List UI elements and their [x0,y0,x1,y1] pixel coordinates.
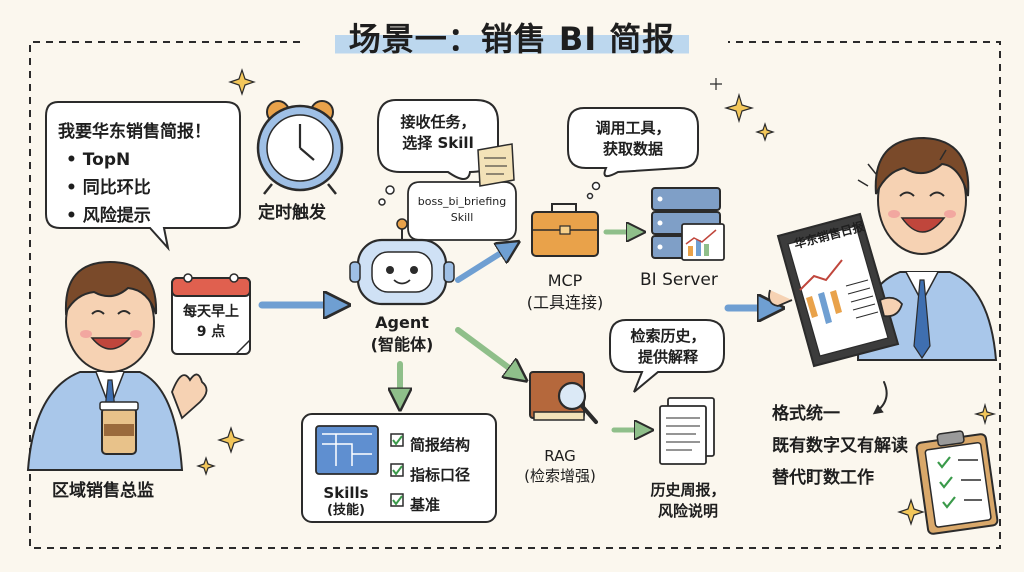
bi-server-icon [651,187,725,261]
director-speech-bubble [45,101,241,252]
book-magnifier-icon [529,371,598,424]
rag-speech-bubble [609,319,725,393]
outcome-item: 既有数字又有解读 [772,436,908,456]
agent-speech-line-2: 选择 Skill [402,134,474,152]
checkbox-icon [390,433,404,447]
blueprint-icon [315,425,379,475]
checkbox-icon [390,493,404,507]
agent-label: Agent (智能体) [350,312,454,356]
skill-file-line-1: boss_bi_briefing [417,195,507,208]
mcp-speech-text: 调用工具， 获取数据 [574,118,692,160]
request-item-risk: • 风险提示 [66,206,151,226]
thought-dot [385,185,395,195]
alarm-clock-icon [256,100,344,195]
page-title-text: 场景一：销售 BI 简报 [334,20,690,58]
skill-file-line-2: Skill [450,211,474,224]
mcp-label-line-2: (工具连接) [526,293,604,312]
skills-label-line-2: (技能) [327,503,365,518]
page-title: 场景一：销售 BI 简报 [0,14,1024,60]
arrow-to-mcp [455,246,512,283]
agent-speech-text: 接收任务， 选择 Skill [384,112,492,154]
skills-label: Skills (技能) [310,484,382,520]
request-item-label: TopN [82,150,131,170]
dashed-frame [29,41,1001,549]
toolbox-icon [531,203,599,257]
history-label-line-1: 历史周报， [650,481,726,499]
mcp-label: MCP (工具连接) [518,270,612,314]
mcp-speech-line-2: 获取数据 [602,140,663,158]
outcome-item: 格式统一 [772,404,840,424]
request-item-topn: • TopN [66,150,131,170]
rag-label-line-2: (检索增强) [524,467,596,485]
scroll-icon [477,143,515,187]
checklist-item: 简报结构 [410,436,471,454]
history-label-line-2: 风险说明 [657,502,718,520]
calendar-line-1: 每天早上 [183,304,239,320]
skills-label-line-1: Skills [323,484,369,502]
bi-server-label: BI Server [640,270,718,290]
arrow-to-rag [455,327,520,376]
history-label: 历史周报， 风险说明 [638,480,738,522]
director-request-text: 我要华东销售简报！ [58,122,211,142]
checklist-item: 指标口径 [410,466,471,484]
calendar-line-2: 9 点 [196,324,226,340]
outcome-item: 替代盯数工作 [772,468,874,488]
checklist-item: 基准 [410,496,441,514]
checkbox-icon [390,463,404,477]
sparkle-icon [196,68,997,526]
timer-label: 定时触发 [258,203,326,223]
clipboard-icon [915,430,999,535]
director-label: 区域销售总监 [52,481,154,501]
agent-speech-bubble [377,99,499,180]
skills-card [301,413,497,523]
skills-checklist: 简报结构 指标口径 基准 [410,430,470,520]
small-cross-icon [710,78,722,90]
rag-label-line-1: RAG [544,447,576,465]
request-item-yoy: • 同比环比 [66,178,151,198]
calendar-icon [171,273,251,355]
calendar-text: 每天早上 9 点 [174,302,248,342]
rag-label: RAG (检索增强) [518,446,602,486]
director-request: 我要华东销售简报！ • TopN • 同比环比 • 风险提示 [58,118,211,230]
mcp-label-line-1: MCP [547,271,583,290]
rag-speech-line-2: 提供解释 [637,348,698,366]
tablet-report [768,212,903,368]
request-item-label: 风险提示 [82,206,151,226]
mcp-speech-line-1: 调用工具， [595,119,671,137]
outcome-list: 格式统一 既有数字又有解读 替代盯数工作 [772,398,908,494]
agent-speech-line-1: 接收任务， [400,113,476,131]
agent-robot-icon [349,218,455,306]
agent-label-line-1: Agent [375,313,429,332]
skill-file-text: boss_bi_briefing Skill [410,194,514,226]
arrow-to-outcomes [872,381,888,415]
sales-director-figure [26,260,208,471]
rag-speech-text: 检索历史， 提供解释 [616,326,720,368]
agent-label-line-2: (智能体) [370,335,434,354]
documents-icon [659,397,715,465]
flow-arrows [258,232,888,430]
request-item-label: 同比环比 [82,178,151,198]
mcp-speech-bubble [567,107,699,178]
rag-speech-line-1: 检索历史， [630,327,706,345]
thought-dot [378,198,386,206]
